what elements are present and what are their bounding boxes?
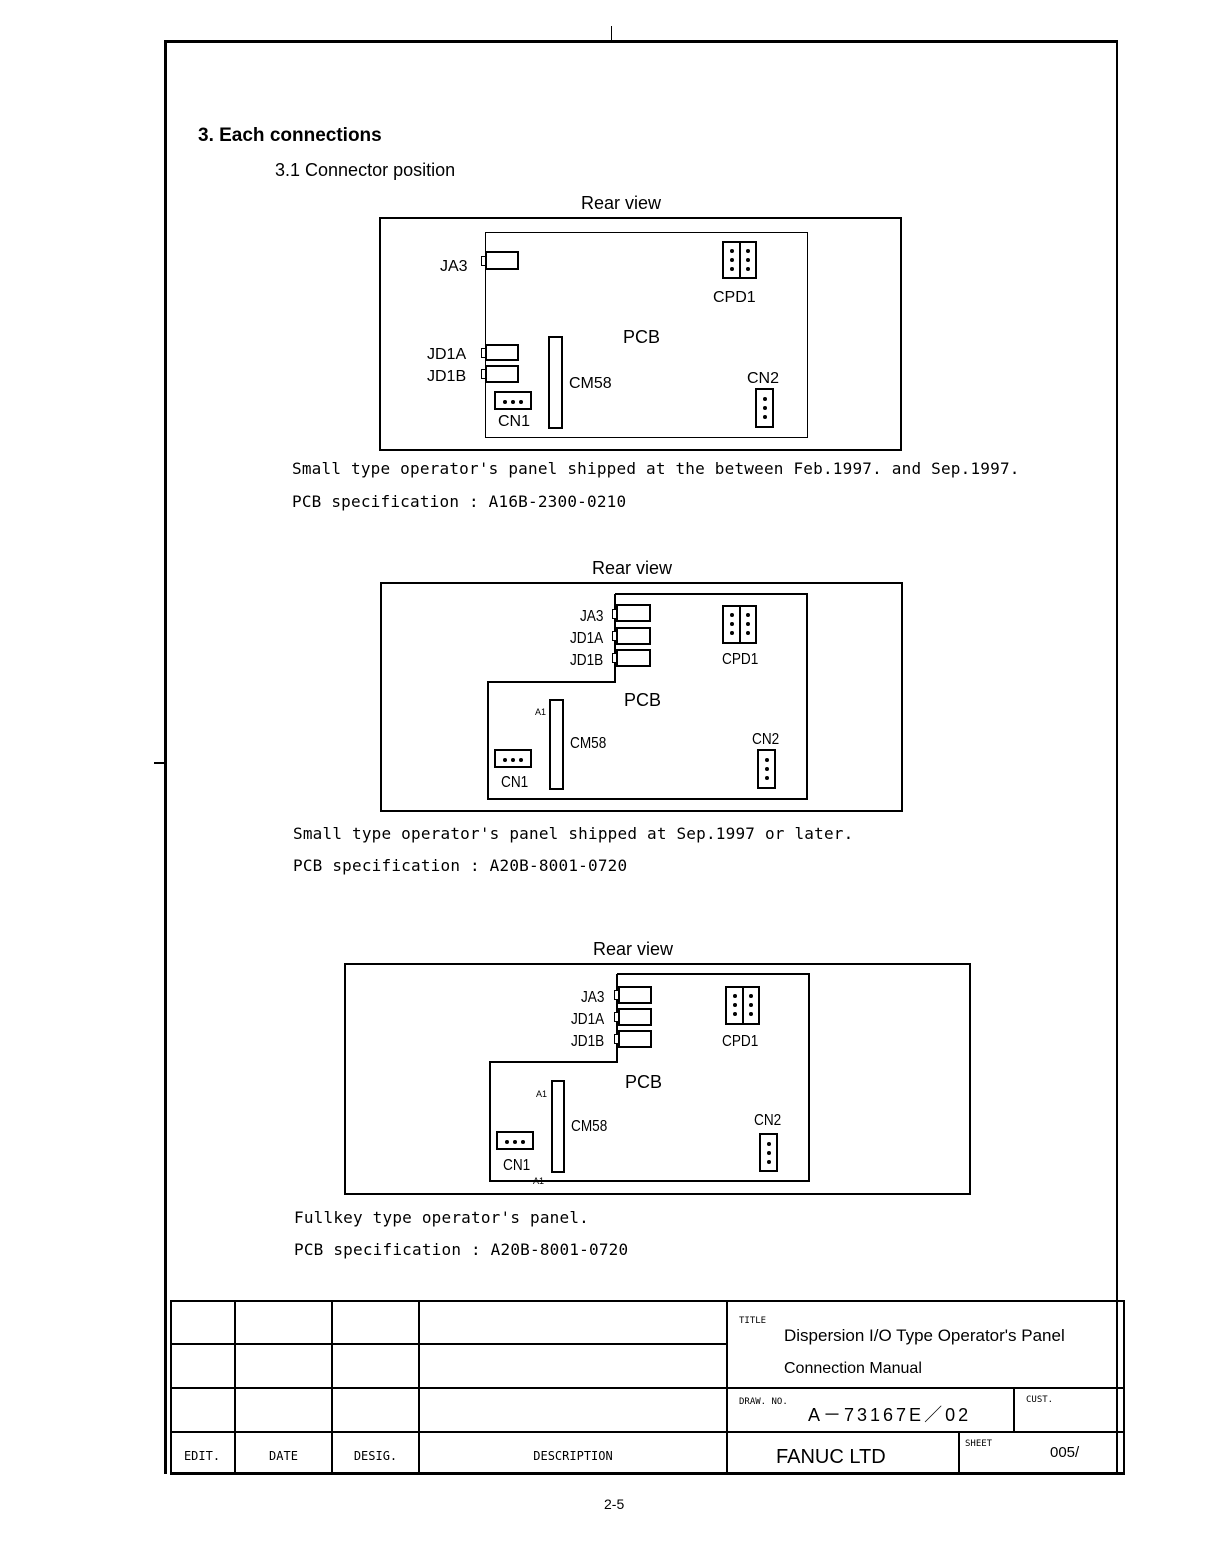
jd1a-connector bbox=[485, 344, 519, 361]
ja3-connector bbox=[485, 251, 519, 270]
document-title: Dispersion I/O Type Operator's Panel bbox=[784, 1326, 1065, 1345]
pcb-label: PCB bbox=[623, 327, 661, 347]
ja3-label: JA3 bbox=[580, 608, 604, 625]
draw-no-label: DRAW. NO. bbox=[739, 1397, 788, 1407]
jd1b-connector bbox=[616, 649, 651, 667]
section-heading: 3. Each connections bbox=[198, 125, 382, 146]
cn1-label: CN1 bbox=[503, 1157, 531, 1174]
sheet-label: SHEET bbox=[965, 1439, 993, 1449]
revision-table: EDIT. DATE DESIG. DESCRIPTION bbox=[170, 1300, 728, 1475]
cn2-connector bbox=[757, 749, 776, 789]
sheet-number: 005/ bbox=[1050, 1444, 1080, 1461]
pcb-outline bbox=[489, 973, 810, 1182]
cm58-connector bbox=[548, 336, 563, 429]
cpd1-connector bbox=[722, 241, 757, 279]
a1-marker: A1 bbox=[535, 707, 547, 717]
cpd1-connector bbox=[722, 605, 757, 644]
company-name: FANUC LTD bbox=[776, 1446, 886, 1468]
cm58-label: CM58 bbox=[569, 375, 612, 392]
center-mark bbox=[611, 26, 612, 40]
document-subtitle: Connection Manual bbox=[784, 1360, 922, 1377]
cpd1-connector bbox=[725, 986, 760, 1025]
cn2-connector bbox=[759, 1133, 778, 1172]
a1-bottom-marker: A1 bbox=[533, 1176, 545, 1186]
cn1-connector bbox=[494, 749, 532, 768]
figure-caption: Small type operator's panel shipped at S… bbox=[293, 824, 854, 843]
figure-caption: Fullkey type operator's panel. bbox=[294, 1208, 589, 1227]
edit-header: EDIT. bbox=[183, 1449, 221, 1463]
cn2-label: CN2 bbox=[752, 731, 780, 748]
jd1a-connector bbox=[618, 1008, 652, 1026]
cpd1-label: CPD1 bbox=[722, 651, 759, 668]
page-border bbox=[164, 40, 1118, 1474]
cpd1-label: CPD1 bbox=[722, 1033, 759, 1050]
cn1-label: CN1 bbox=[501, 774, 529, 791]
panel-outline bbox=[379, 217, 902, 451]
pcb-specification: PCB specification : A20B-8001-0720 bbox=[294, 1240, 629, 1259]
page-number: 2-5 bbox=[604, 1496, 625, 1512]
jd1a-label: JD1A bbox=[571, 1011, 605, 1028]
drawing-number: A－73167E／02 bbox=[808, 1405, 972, 1425]
panel-outline bbox=[380, 582, 903, 812]
cm58-label: CM58 bbox=[571, 1118, 608, 1135]
subsection-heading: 3.1 Connector position bbox=[275, 160, 456, 180]
jd1b-label: JD1B bbox=[571, 1033, 605, 1050]
pcb-label: PCB bbox=[625, 1072, 663, 1092]
cn1-connector bbox=[494, 391, 532, 410]
jd1b-connector bbox=[485, 365, 519, 383]
jd1b-label: JD1B bbox=[570, 652, 604, 669]
a1-marker: A1 bbox=[536, 1089, 548, 1099]
jd1b-label: JD1B bbox=[427, 368, 467, 385]
figure-caption: Small type operator's panel shipped at t… bbox=[292, 459, 1020, 478]
cpd1-label: CPD1 bbox=[713, 289, 756, 306]
ja3-label: JA3 bbox=[440, 258, 468, 275]
pcb-label: PCB bbox=[624, 690, 662, 710]
description-header: DESCRIPTION bbox=[533, 1449, 613, 1463]
panel-outline bbox=[344, 963, 971, 1195]
pcb-specification: PCB specification : A20B-8001-0720 bbox=[293, 856, 628, 875]
fold-mark bbox=[154, 762, 166, 764]
cn2-label: CN2 bbox=[747, 370, 780, 387]
jd1a-connector bbox=[616, 627, 651, 645]
jd1a-label: JD1A bbox=[570, 630, 604, 647]
cn1-connector bbox=[496, 1131, 534, 1150]
cn1-label: CN1 bbox=[498, 413, 531, 430]
cn2-connector bbox=[755, 388, 774, 428]
jd1a-label: JD1A bbox=[427, 346, 467, 363]
date-header: DATE bbox=[269, 1449, 298, 1463]
cn2-label: CN2 bbox=[754, 1112, 782, 1129]
view-label: Rear view bbox=[593, 939, 674, 959]
title-label: TITLE bbox=[739, 1316, 767, 1326]
pcb-outline bbox=[487, 593, 808, 800]
cm58-connector bbox=[551, 1080, 565, 1173]
ja3-connector bbox=[618, 986, 652, 1004]
cust-label: CUST. bbox=[1026, 1395, 1054, 1405]
pcb-specification: PCB specification : A16B-2300-0210 bbox=[292, 492, 627, 511]
cm58-connector bbox=[549, 699, 564, 790]
ja3-label: JA3 bbox=[581, 989, 605, 1006]
cm58-label: CM58 bbox=[570, 735, 607, 752]
jd1b-connector bbox=[618, 1030, 652, 1048]
ja3-connector bbox=[616, 604, 651, 622]
view-label: Rear view bbox=[581, 193, 662, 213]
pcb-outline bbox=[485, 232, 808, 438]
view-label: Rear view bbox=[592, 558, 673, 578]
title-block: EDIT. DATE DESIG. DESCRIPTION TITLE Disp… bbox=[170, 1300, 1125, 1475]
desig-header: DESIG. bbox=[353, 1449, 398, 1463]
